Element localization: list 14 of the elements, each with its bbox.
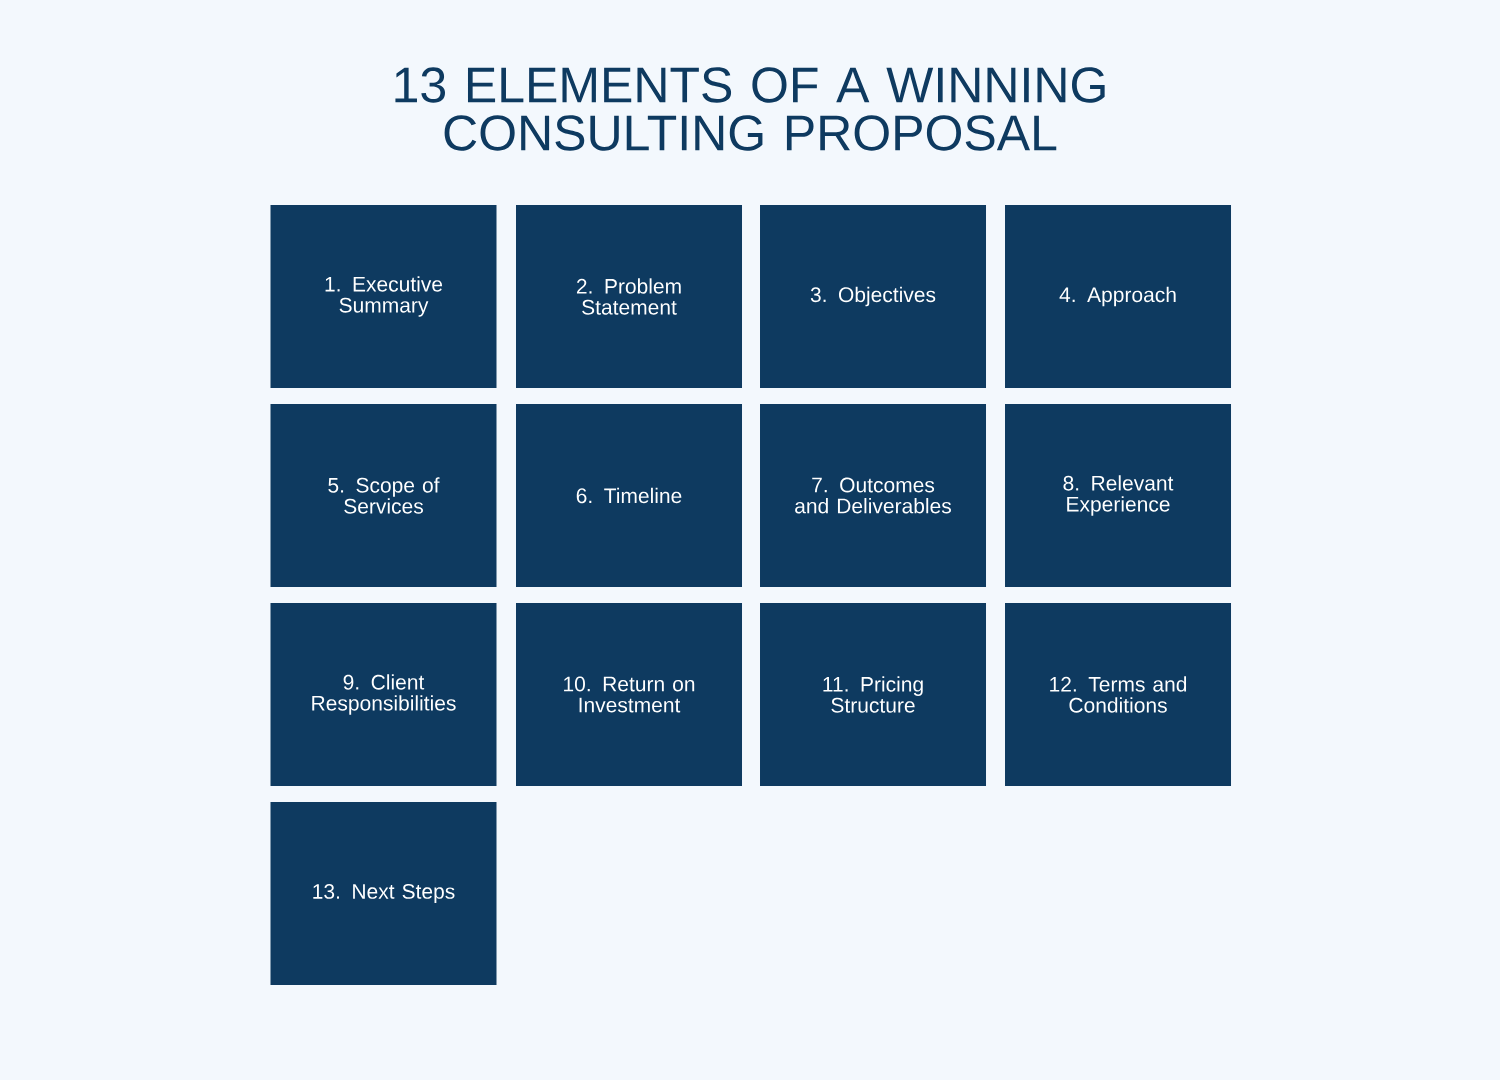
section-box: 12. Terms and Conditions [1005,603,1231,786]
title: 13 ELEMENTS OF A WINNING CONSULTING PROPOSAL [395,67,1105,151]
section-box: 3. Objectives [760,205,986,388]
section-box: 7. Outcomes and Deliverables [760,404,986,587]
section-box: 9. Client Responsibilities [270,603,497,786]
section-box: 1. Executive Summary [270,205,497,388]
section-box: 2. Problem Statement [516,205,742,388]
section-box: 4. Approach [1005,205,1231,388]
section-box: 8. Relevant Experience [1005,404,1231,587]
section-box: 5. Scope of Services [270,404,497,587]
section-box: 13. Next Steps [270,802,497,985]
section-box: 6. Timeline [516,404,742,587]
section-box: 11. Pricing Structure [760,603,986,786]
section-box: 10. Return on Investment [516,603,742,786]
